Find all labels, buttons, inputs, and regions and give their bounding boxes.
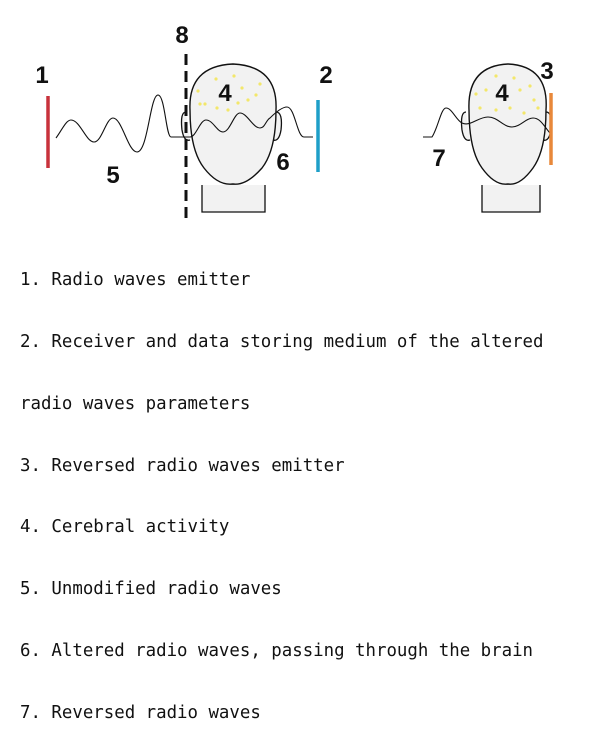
label-7: 7 [432,145,445,172]
neck [481,185,541,213]
label-2: 2 [319,62,332,89]
diagram: 1 2 3 4 4 5 6 7 8 [35,22,554,222]
wave-reversed [423,107,551,138]
legend-item: radio waves parameters [20,393,251,414]
legend-item: 1. Radio waves emitter [20,270,251,291]
head-right [460,63,553,213]
head-outline [468,63,547,185]
cerebral-activity-dots [474,74,540,115]
legend-item: 2. Receiver and data storing medium of t… [20,331,544,352]
legend-item: 5. Unmodified radio waves [20,579,282,600]
legend-item: 6. Altered radio waves, passing through … [20,640,534,661]
head-left [180,63,283,213]
label-3: 3 [540,58,553,85]
cerebral-activity-dots [196,74,262,112]
head-outline [189,63,277,185]
label-4-right: 4 [495,80,509,107]
label-8: 8 [175,22,188,49]
neck [201,185,266,213]
label-6: 6 [276,149,289,176]
label-4-left: 4 [218,80,232,107]
legend-item: 3. Reversed radio waves emitter [20,455,345,476]
ear-left [460,111,471,141]
wave-unmodified-and-altered [55,94,313,153]
label-1: 1 [35,62,48,89]
legend-item: 7. Reversed radio waves [20,702,261,723]
legend: 1. Radio waves emitter 2. Receiver and d… [20,229,544,744]
legend-item: 4. Cerebral activity [20,517,230,538]
label-5: 5 [106,162,119,189]
